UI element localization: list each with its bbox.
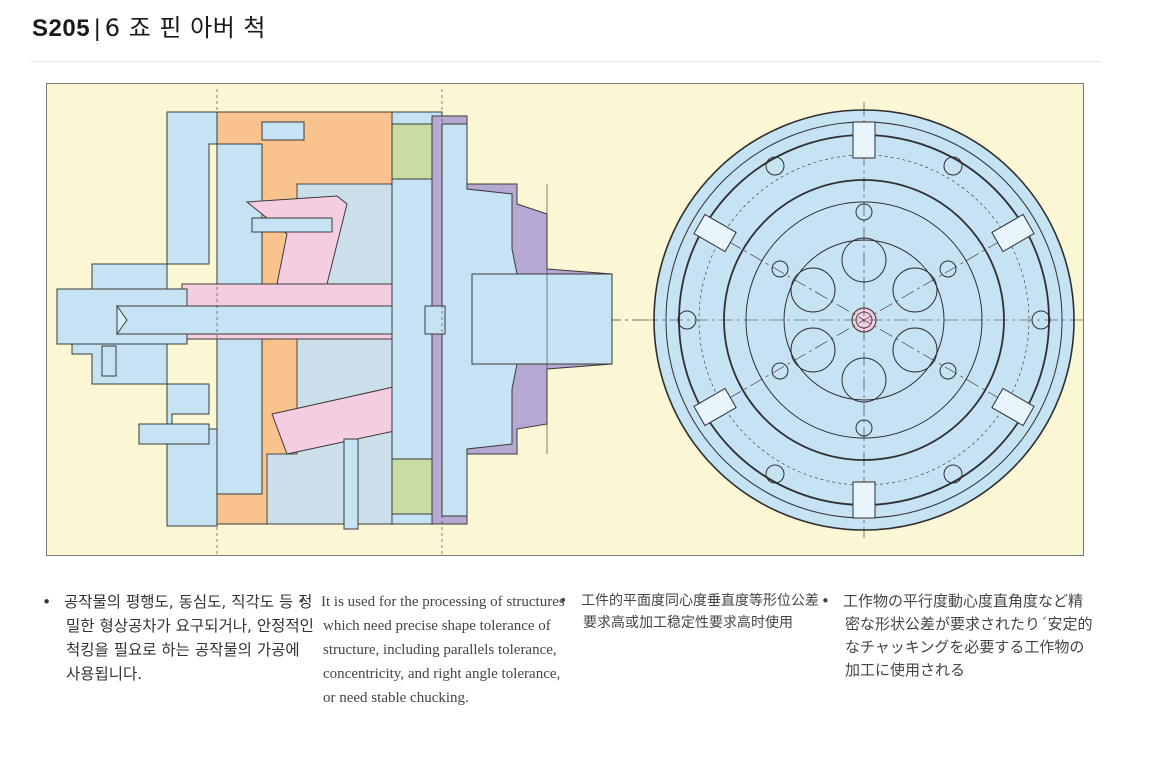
page-title: S205|6 죠 핀 아버 척 [32,8,266,43]
title-separator: | [94,15,101,42]
description-chinese-text: 工件的平面度同心度垂直度等形位公差要求高或加工稳定性要求高时使用 [581,593,819,631]
technical-drawing [46,83,1084,556]
front-view [644,102,1083,538]
description-chinese: •工件的平面度同心度垂直度等形位公差要求高或加工稳定性要求高时使用 [559,590,828,634]
bullet-ja: • [821,592,830,610]
bullet-zh: • [559,593,568,609]
description-korean: •공작물의 평행도, 동심도, 직각도 등 정밀한 형상공차가 요구되거나, 안… [42,590,316,686]
product-name: 6 죠 핀 아버 척 [104,14,266,42]
description-japanese-text: 工作物の平行度動心度直角度など精密な形状公差が要求されたり´安定的なチャッキング… [843,592,1093,679]
cross-section-view [56,89,647,554]
bullet-ko: • [42,593,52,611]
description-english: •It is used for the processing of struct… [299,590,573,710]
chuck-drawing-svg [56,89,1083,554]
description-korean-text: 공작물의 평행도, 동심도, 직각도 등 정밀한 형상공차가 요구되거나, 안정… [64,593,314,683]
product-code: S205 [32,15,91,42]
title-divider [30,61,1100,62]
bullet-en: • [299,594,305,610]
description-english-text: It is used for the processing of structu… [321,594,565,706]
description-japanese: • 工作物の平行度動心度直角度など精密な形状公差が要求されたり´安定的なチャッキン… [821,590,1095,682]
